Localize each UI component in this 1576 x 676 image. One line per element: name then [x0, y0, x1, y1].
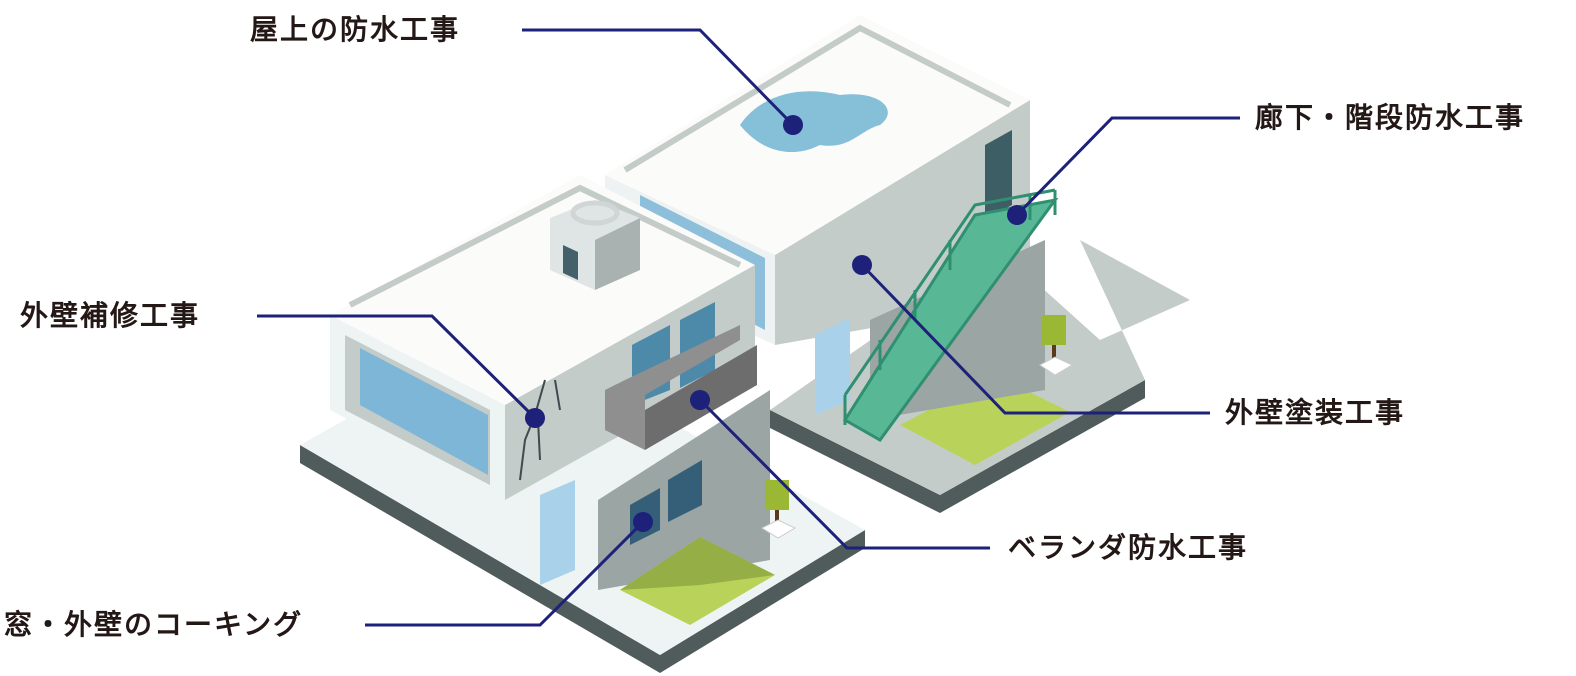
label-exterior-wall-painting: 外壁塗装工事 — [1225, 396, 1406, 429]
leader-wall-painting — [860, 263, 1210, 415]
leader-caulking — [365, 520, 645, 627]
leader-corridor — [1015, 116, 1240, 217]
label-window-wall-caulking: 窓・外壁のコーキング — [4, 608, 304, 641]
leader-veranda — [698, 398, 990, 550]
leader-wall-repair — [257, 314, 537, 420]
leader-lines — [257, 28, 1240, 627]
marker-dot — [525, 408, 545, 428]
label-corridor-stairs-waterproofing: 廊下・階段防水工事 — [1255, 101, 1526, 134]
right-building-door — [985, 130, 1012, 220]
right-lawn — [900, 375, 1070, 465]
marker-dot — [633, 512, 653, 532]
marker-dot — [1007, 205, 1027, 225]
label-exterior-wall-repair: 外壁補修工事 — [20, 299, 201, 332]
label-veranda-waterproofing: ベランダ防水工事 — [1008, 531, 1249, 564]
marker-dot — [783, 115, 803, 135]
veranda-parapet — [605, 325, 740, 450]
right-plant — [1039, 315, 1074, 376]
roof-puddle — [740, 91, 888, 153]
exterior-staircase — [842, 188, 1059, 442]
marker-dot — [852, 255, 872, 275]
left-roof — [330, 175, 755, 405]
label-roof-waterproofing: 屋上の防水工事 — [250, 13, 461, 46]
marker-dot — [690, 390, 710, 410]
left-building-window — [360, 348, 488, 475]
left-building — [330, 175, 757, 500]
leader-roof — [522, 28, 795, 127]
